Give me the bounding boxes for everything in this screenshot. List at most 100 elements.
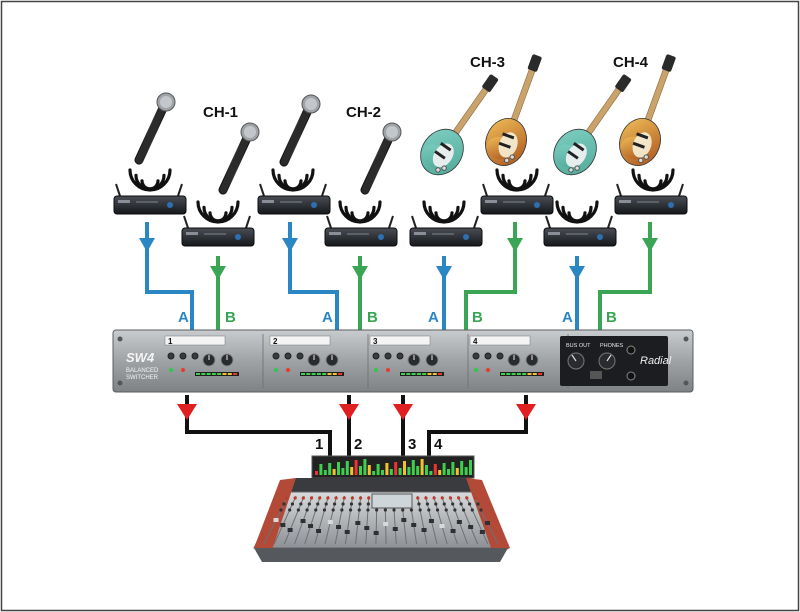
fader-cap[interactable] [327,520,333,524]
console-knob[interactable] [296,508,300,512]
switch-button[interactable] [496,352,504,360]
console-knob[interactable] [279,508,283,512]
console-knob[interactable] [457,496,461,500]
fader-cap[interactable] [287,528,293,532]
console-knob[interactable] [293,496,297,500]
console-knob[interactable] [322,508,327,512]
console-knob[interactable] [427,508,431,512]
fader-cap[interactable] [392,527,398,531]
fader-cap[interactable] [280,523,286,527]
fader-cap[interactable] [450,529,456,533]
console-knob[interactable] [357,508,361,512]
console-knob[interactable] [309,496,314,500]
fader-cap[interactable] [308,524,314,528]
switch-button[interactable] [167,352,175,360]
console-knob[interactable] [444,508,448,512]
console-knob[interactable] [349,502,354,506]
console-knob[interactable] [442,502,446,506]
console-knob[interactable] [418,508,422,512]
switch-button[interactable] [191,352,199,360]
console-knob[interactable] [392,508,396,512]
console-knob[interactable] [465,496,469,500]
console-knob[interactable] [366,508,370,512]
switch-button[interactable] [484,352,492,360]
tuner-jack[interactable] [626,345,636,355]
fader-cap[interactable] [373,531,379,535]
console-knob[interactable] [301,496,305,500]
console-knob[interactable] [290,502,295,506]
fader-cap[interactable] [439,524,445,528]
console-knob[interactable] [462,508,466,512]
console-knob[interactable] [470,508,474,512]
switch-button[interactable] [472,352,480,360]
console-knob[interactable] [432,496,436,500]
console-knob[interactable] [305,508,309,512]
console-knob[interactable] [318,496,322,500]
console-knob[interactable] [409,508,414,512]
console-knob[interactable] [282,502,286,506]
console-knob[interactable] [342,496,346,500]
switch-button[interactable] [372,352,380,360]
console-knob[interactable] [326,496,330,500]
fader-cap[interactable] [364,526,370,530]
console-knob[interactable] [424,496,428,500]
fader-cap[interactable] [411,523,417,527]
console-knob[interactable] [417,502,421,506]
console-knob[interactable] [479,508,483,512]
console-knob[interactable] [434,502,438,506]
console-knob[interactable] [467,502,472,506]
fader-cap[interactable] [355,521,361,525]
console-knob[interactable] [348,508,353,512]
console-knob[interactable] [350,496,354,500]
console-knob[interactable] [453,508,457,512]
switch-button[interactable] [384,352,392,360]
fader-cap[interactable] [300,519,306,523]
console-knob[interactable] [331,508,335,512]
console-knob[interactable] [358,502,362,506]
fader-cap[interactable] [428,519,434,523]
switch-button[interactable] [272,352,280,360]
console-knob[interactable] [307,502,311,506]
console-knob[interactable] [285,496,289,500]
console-knob[interactable] [358,496,363,500]
fader-cap[interactable] [468,525,474,529]
console-knob[interactable] [383,508,387,512]
console-knob[interactable] [341,502,345,506]
fader-cap[interactable] [421,528,427,532]
console-knob[interactable] [367,496,371,500]
console-knob[interactable] [375,508,379,512]
console-knob[interactable] [333,502,337,506]
console-knob[interactable] [476,502,480,506]
console-knob[interactable] [288,508,292,512]
fader-cap[interactable] [401,518,407,522]
console-knob[interactable] [440,496,444,500]
console-knob[interactable] [401,508,405,512]
switch-button[interactable] [284,352,292,360]
fader-cap[interactable] [273,518,279,522]
console-knob[interactable] [416,496,420,500]
fader-cap[interactable] [485,521,490,525]
console-knob[interactable] [366,502,370,506]
console-knob[interactable] [451,502,455,506]
console-knob[interactable] [316,502,320,506]
console-knob[interactable] [314,508,318,512]
switch-button[interactable] [296,352,304,360]
switch-button[interactable] [179,352,187,360]
fader-cap[interactable] [344,530,350,534]
console-knob[interactable] [299,502,303,506]
fader-cap[interactable] [383,522,389,526]
fader-cap[interactable] [316,529,322,533]
phones-jack[interactable] [626,371,636,381]
console-knob[interactable] [459,502,463,506]
fader-cap[interactable] [479,530,485,534]
console-knob[interactable] [448,496,453,500]
console-knob[interactable] [324,502,328,506]
switch-button[interactable] [396,352,404,360]
console-knob[interactable] [425,502,429,506]
console-knob[interactable] [473,496,477,500]
console-knob[interactable] [334,496,338,500]
console-knob[interactable] [435,508,440,512]
fader-cap[interactable] [336,525,342,529]
console-knob[interactable] [340,508,344,512]
fader-cap[interactable] [456,520,462,524]
